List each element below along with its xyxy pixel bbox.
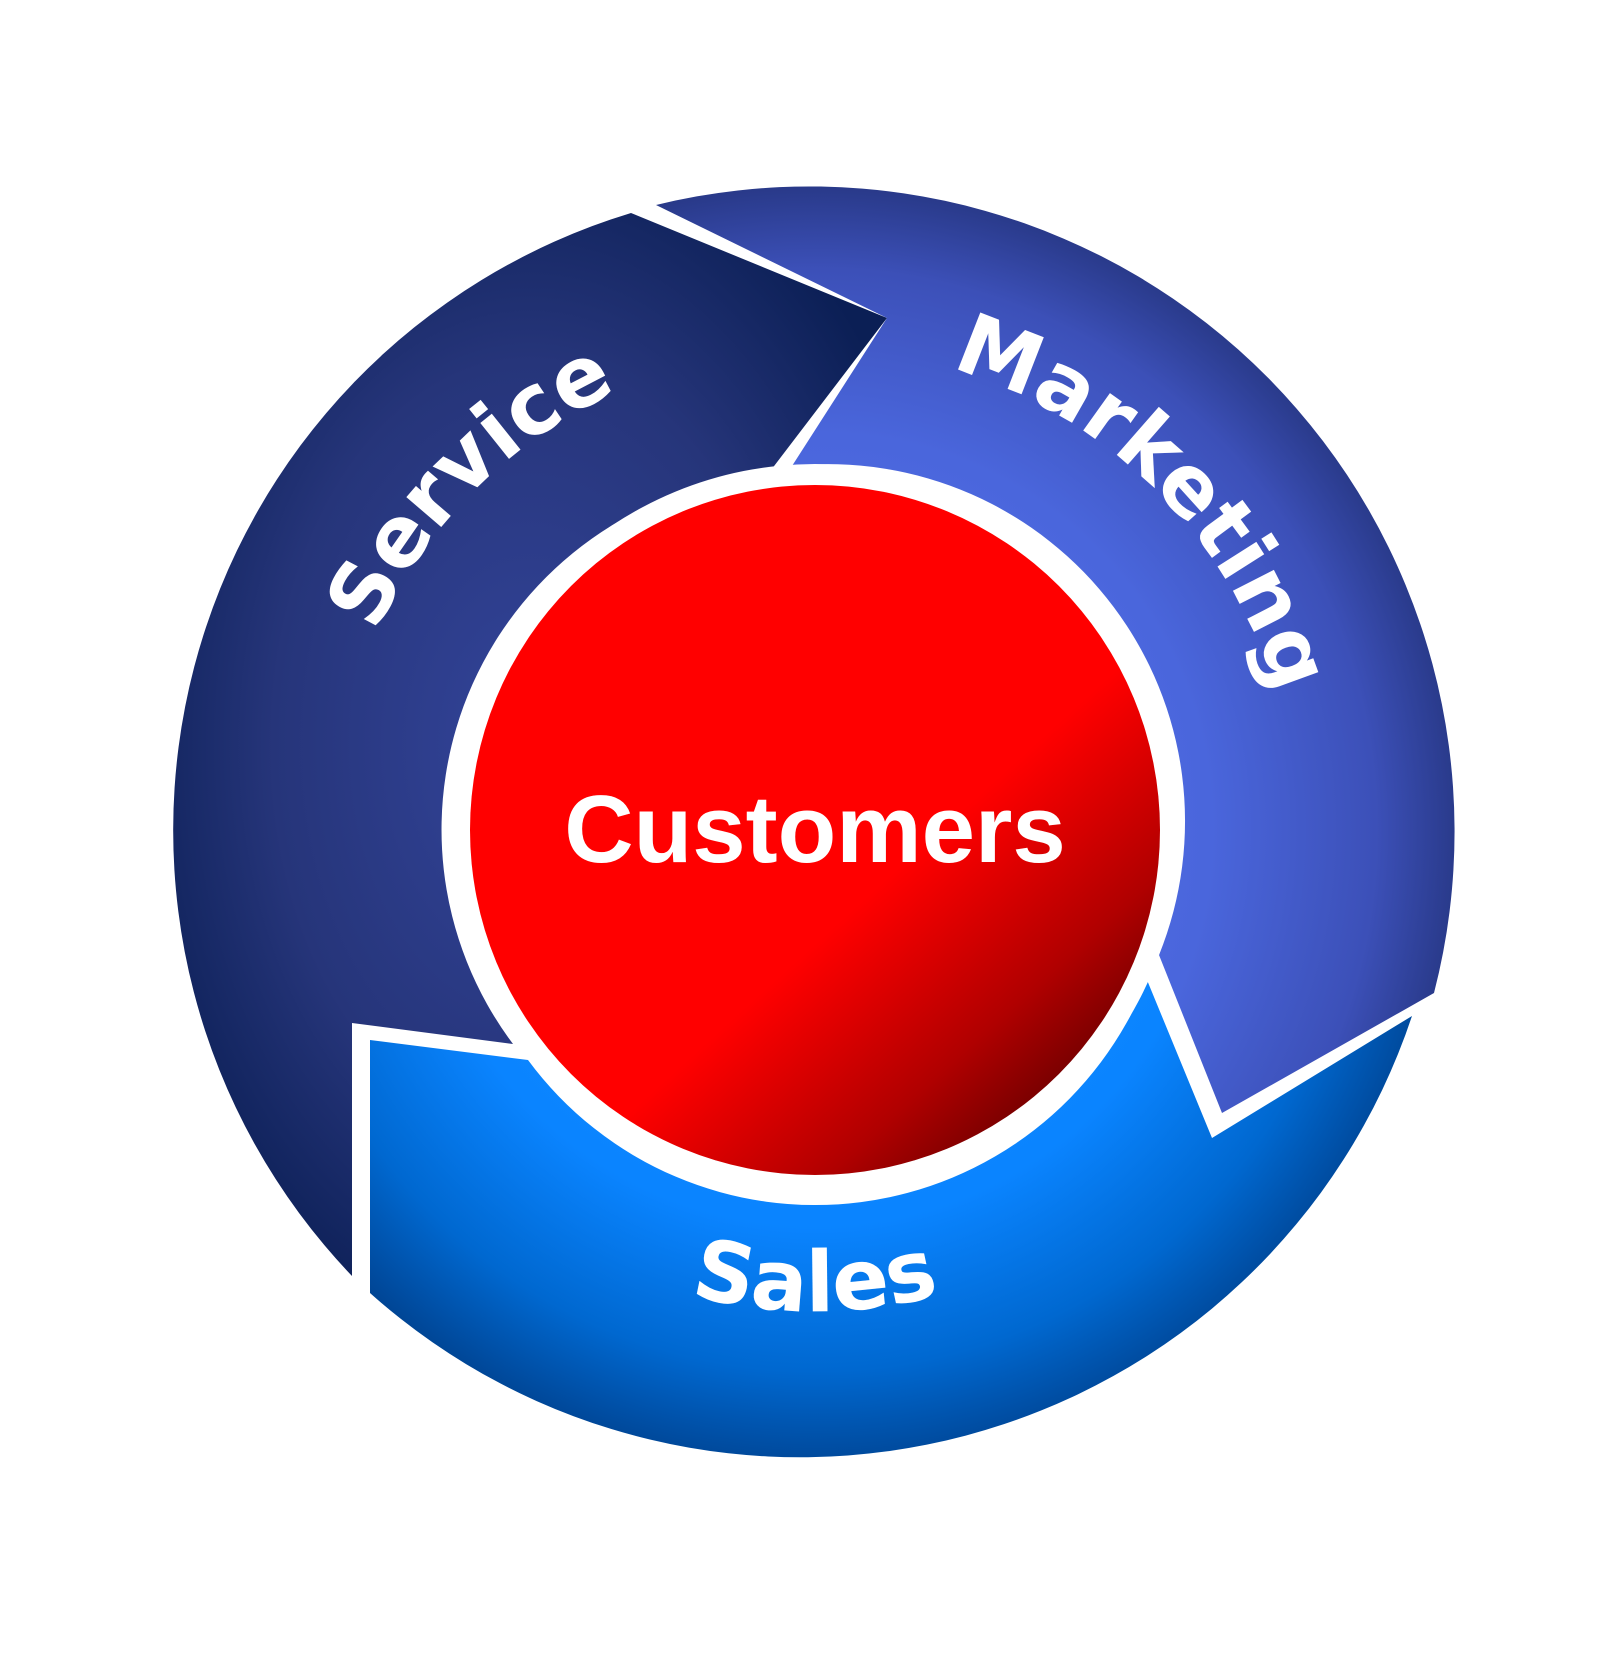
marketing-segment <box>656 186 1455 1113</box>
sales-segment <box>370 980 1412 1458</box>
service-segment <box>173 213 887 1276</box>
customers-label: Customers <box>564 776 1065 883</box>
sales-label: Sales <box>686 1219 945 1332</box>
customers-circle <box>470 485 1160 1175</box>
